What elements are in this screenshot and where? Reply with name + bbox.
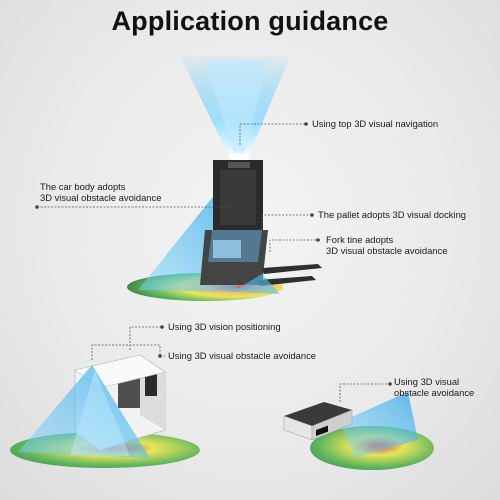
callout-car-body-line2: 3D visual obstacle avoidance (40, 192, 162, 203)
callout-car-body-line1: The car body adopts (40, 181, 126, 192)
bottom-left-callout-lines (91, 326, 165, 360)
callout-robot-line1: Using 3D visual (394, 376, 460, 387)
fork-tine-beam (232, 274, 280, 294)
callout-dots-top (35, 122, 320, 242)
callout-vision-positioning: Using 3D vision positioning (168, 321, 281, 332)
callout-fork-tine-line1: Fork tine adopts (326, 234, 394, 245)
forklift-agv-group (127, 56, 322, 301)
page-title: Application guidance (111, 6, 389, 36)
callout-pallet-docking: The pallet adopts 3D visual docking (318, 209, 467, 220)
callout-fork-tine-line2: 3D visual obstacle avoidance (326, 245, 448, 256)
box-agv-beam (18, 365, 150, 458)
bottom-right-callout-lines (339, 383, 390, 402)
box-agv-group (10, 354, 200, 468)
callout-obstacle-avoidance: Using 3D visual obstacle avoidance (168, 350, 316, 361)
compact-robot-group (283, 392, 434, 470)
compact-robot-beam (340, 392, 418, 458)
top-callout-lines (37, 123, 318, 252)
callout-robot-line2: obstacle avoidance (394, 387, 475, 398)
callout-top-navigation: Using top 3D visual navigation (312, 118, 439, 129)
